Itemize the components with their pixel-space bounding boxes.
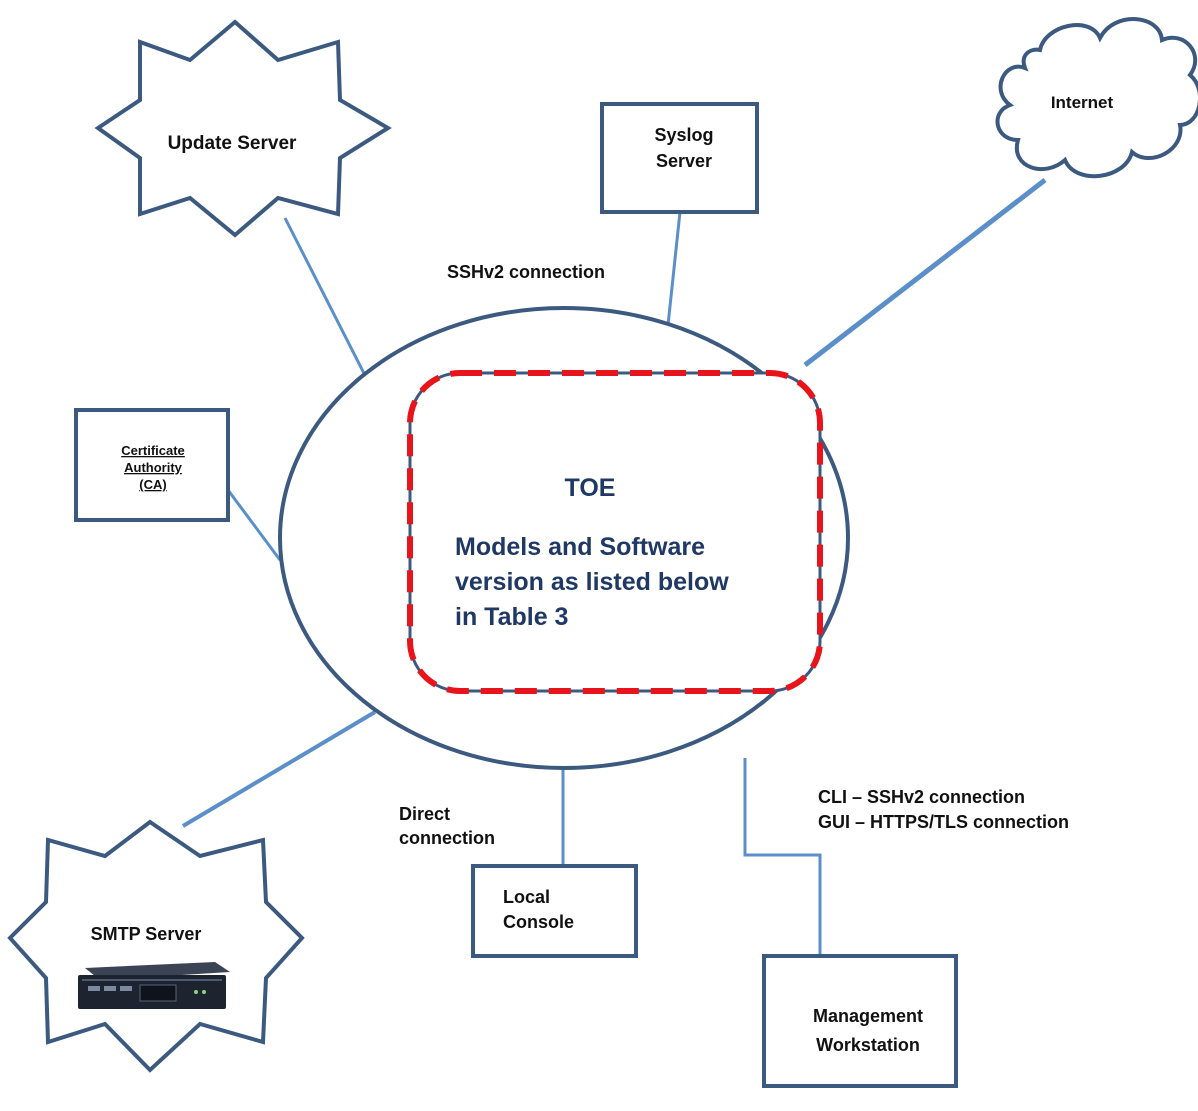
internet-label: Internet bbox=[1051, 93, 1114, 112]
smtp-server-label: SMTP Server bbox=[91, 924, 202, 944]
management-workstation-label-line1: Management bbox=[813, 1006, 923, 1026]
toe-box bbox=[408, 371, 822, 693]
cloud-shape bbox=[995, 17, 1198, 179]
link-syslog-server bbox=[666, 211, 682, 326]
link-certificate-authority bbox=[226, 489, 282, 561]
star-shape bbox=[94, 19, 392, 238]
link-internet bbox=[803, 178, 1047, 367]
gui-connection-label: GUI – HTTPS/TLS connection bbox=[818, 812, 1069, 832]
link-management-workstation bbox=[743, 758, 822, 956]
management-workstation-box bbox=[762, 954, 958, 1088]
direct-connection-label-line1: Direct bbox=[399, 804, 450, 824]
sshv2-connection-label: SSHv2 connection bbox=[447, 262, 605, 282]
certificate-authority-label-line1: Certificate bbox=[121, 443, 185, 458]
direct-connection-label-line2: connection bbox=[399, 828, 495, 848]
router-icon bbox=[78, 962, 230, 1009]
toe-description-line3: in Table 3 bbox=[455, 603, 568, 631]
local-console-label-line2: Console bbox=[503, 912, 574, 932]
update-server-label: Update Server bbox=[168, 133, 297, 154]
certificate-authority-label-line2: Authority bbox=[124, 460, 183, 475]
toe-dashed-border bbox=[407, 370, 823, 694]
toe-description-line1: Models and Software bbox=[455, 533, 705, 561]
certificate-authority-box bbox=[74, 408, 230, 522]
cli-connection-label: CLI – SSHv2 connection bbox=[818, 787, 1025, 807]
toe-title: TOE bbox=[565, 474, 616, 502]
toe-description-line2: version as listed below bbox=[455, 568, 729, 596]
link-smtp-server bbox=[181, 710, 377, 828]
local-console-label-line1: Local bbox=[503, 887, 550, 907]
certificate-authority-label-line3: (CA) bbox=[139, 477, 166, 492]
management-workstation-label-line2: Workstation bbox=[816, 1035, 920, 1055]
syslog-server-label-line2: Server bbox=[656, 151, 712, 171]
syslog-server-box bbox=[600, 102, 759, 214]
link-update-server bbox=[283, 217, 377, 396]
star-shape bbox=[7, 819, 305, 1073]
syslog-server-label-line1: Syslog bbox=[654, 125, 713, 145]
local-console-box bbox=[471, 864, 638, 958]
